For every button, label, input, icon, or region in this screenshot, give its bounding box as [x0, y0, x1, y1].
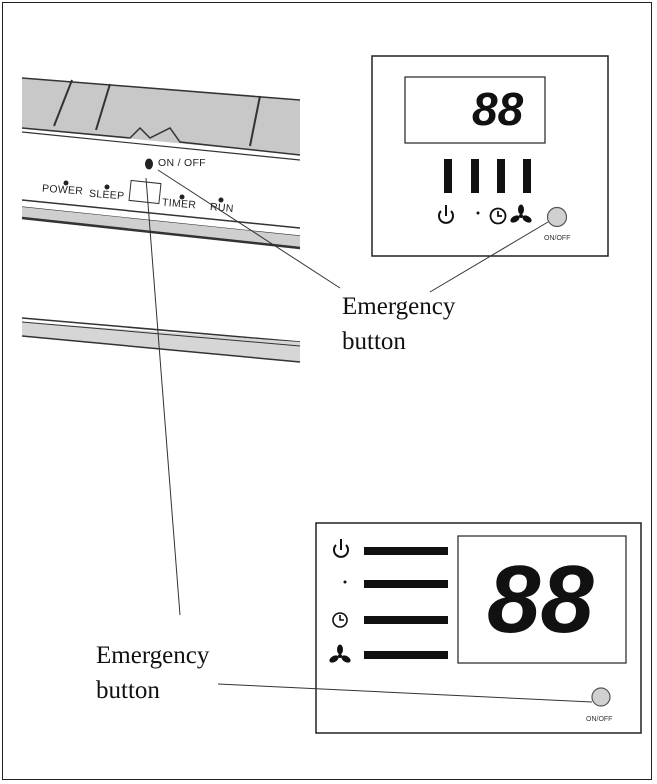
display-a-on-off-label: ON/OFF	[544, 235, 571, 242]
display-b-digits: 88	[487, 546, 594, 653]
run-led	[218, 197, 224, 203]
indicator-bar	[471, 159, 479, 193]
power-led	[63, 180, 69, 186]
indicator-bar	[364, 580, 448, 588]
timer-icon	[489, 207, 507, 225]
sleep-icon	[467, 207, 480, 225]
sleep-icon	[334, 576, 347, 594]
sleep-indicator-label: SLEEP	[88, 187, 125, 203]
indicator-bar	[364, 547, 448, 555]
display-panel-b	[315, 522, 642, 734]
indicator-leds	[63, 158, 224, 203]
leader-line	[157, 169, 341, 289]
indicator-bar	[364, 616, 448, 624]
leader-line	[429, 221, 549, 293]
on-off-label: ON / OFF	[158, 157, 206, 169]
on-off-emergency-button	[546, 206, 568, 228]
leader-line	[145, 177, 181, 616]
indoor-unit-panel	[21, 77, 301, 363]
indicator-bar	[497, 159, 505, 193]
fan-icon	[510, 204, 532, 223]
callout-bottom-line1: Emergency	[96, 642, 210, 669]
indicator-bar	[523, 159, 531, 193]
sleep-led	[104, 184, 110, 190]
callout-top-line2: button	[342, 328, 406, 355]
fan-icon	[329, 644, 351, 663]
leader-line	[217, 683, 593, 703]
power-icon	[333, 539, 349, 558]
power-icon	[438, 205, 454, 224]
display-b-on-off-label: ON/OFF	[586, 716, 613, 723]
on-off-emergency-button	[591, 687, 611, 707]
receiver-window	[128, 179, 162, 205]
display-panel-a	[371, 55, 609, 257]
indicator-bar	[364, 651, 448, 659]
display-a-digits: 88	[472, 83, 524, 135]
timer-icon	[332, 612, 348, 628]
on-off-button-dot	[145, 158, 153, 170]
timer-led	[179, 194, 185, 200]
callout-top-line1: Emergency	[342, 293, 456, 320]
leader-lines	[145, 169, 593, 703]
indicator-bar	[444, 159, 452, 193]
run-indicator-label: RUN	[209, 200, 235, 216]
callout-bottom-line2: button	[96, 677, 160, 704]
